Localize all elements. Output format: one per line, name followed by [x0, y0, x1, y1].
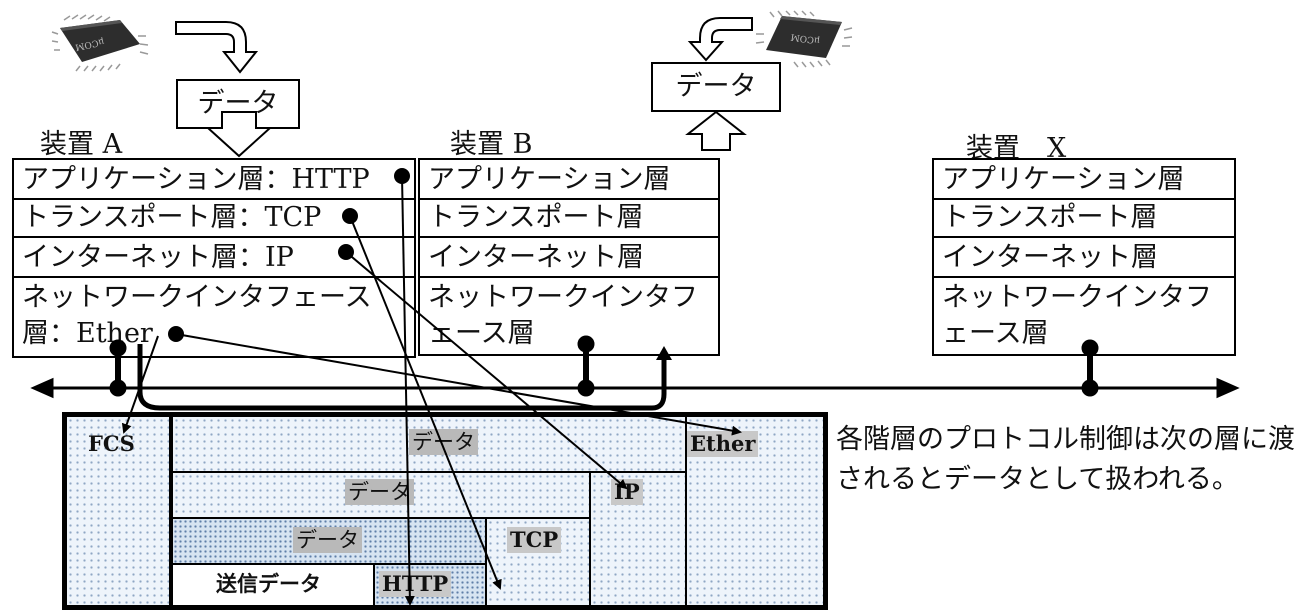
- device-a-label: 装置 A: [40, 129, 123, 160]
- outgoing-data-arrow: [687, 17, 753, 62]
- microcontroller-chip-icon: μCOM: [51, 14, 149, 72]
- layer-internet: インターネット層: [420, 238, 718, 278]
- device-b-label: 装置 B: [450, 129, 533, 160]
- layer-network-interface: ネットワークインタフェース層：Ether: [22, 282, 372, 349]
- layer-transport: トランスポート層：TCP: [14, 200, 414, 238]
- chip-marking-right: μCOM: [790, 31, 820, 45]
- ether-label: Ether: [687, 431, 759, 457]
- incoming-data-arrow: [175, 21, 259, 74]
- up-arrow: [685, 110, 747, 151]
- data-label-row1: データ: [409, 429, 478, 455]
- packet-frame: FCS データ Ether データ IP データ TCP 送信データ HTTP: [62, 412, 828, 610]
- tcp-header: [485, 517, 591, 607]
- ip-header: [589, 471, 687, 607]
- layer-application: アプリケーション層：HTTP: [14, 160, 414, 200]
- layer-internet: インターネット層: [934, 238, 1234, 278]
- layer-internet: インターネット層：IP: [14, 238, 414, 278]
- layer-network-interface: ネットワークインタフェース層: [942, 282, 1212, 349]
- http-label: HTTP: [379, 571, 452, 597]
- device-x-stack: アプリケーション層 トランスポート層 インターネット層 ネットワークインタフェー…: [932, 158, 1236, 356]
- send-data-label: 送信データ: [216, 571, 321, 596]
- device-b-stack: アプリケーション層 トランスポート層 インターネット層 ネットワークインタフェー…: [418, 158, 720, 356]
- layer-application: アプリケーション層: [420, 160, 718, 200]
- device-a-stack: アプリケーション層：HTTP トランスポート層：TCP インターネット層：IP …: [12, 158, 416, 358]
- data-label-row3: データ: [293, 527, 362, 553]
- layer-network-interface: ネットワークインタフェース層: [428, 282, 698, 349]
- fcs-field: [65, 415, 171, 607]
- layer-application: アプリケーション層: [934, 160, 1234, 200]
- layer-transport: トランスポート層: [420, 200, 718, 238]
- fcs-label: FCS: [88, 431, 135, 456]
- tcp-label: TCP: [507, 527, 562, 553]
- down-arrow: [205, 111, 273, 158]
- microcontroller-chip-icon: μCOM: [755, 10, 853, 68]
- data-label-row2: データ: [345, 479, 414, 505]
- data-box-a: データ: [176, 79, 300, 129]
- layer-transport: トランスポート層: [934, 200, 1234, 238]
- caption-text: 各階層のプロトコル制御は次の層に渡されるとデータとして扱われる。: [836, 424, 1295, 495]
- send-data-field: [171, 563, 375, 607]
